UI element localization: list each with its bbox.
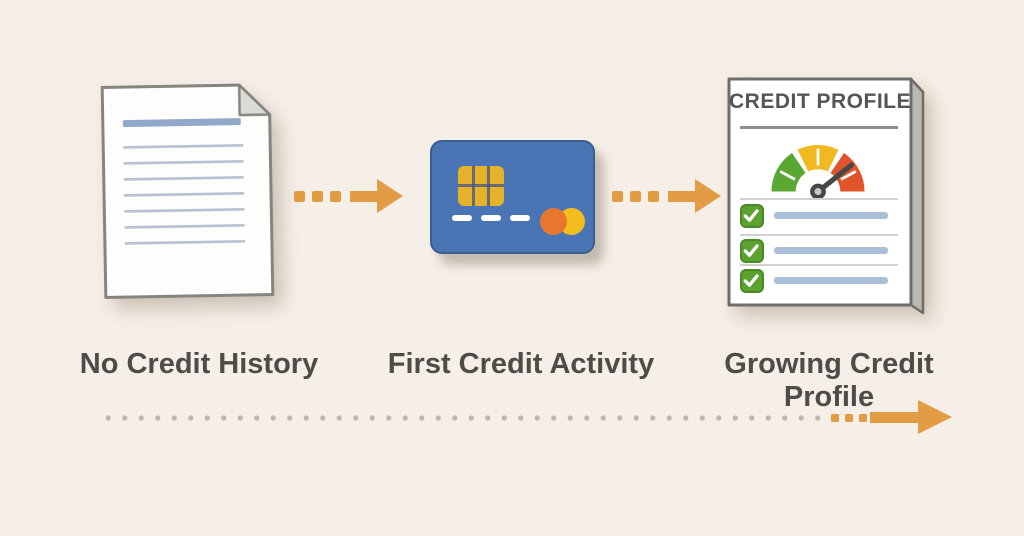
- timeline-arrow-head-icon: [918, 400, 952, 434]
- dashed-arrow-icon: [612, 176, 721, 216]
- stage-label-no-credit-history: No Credit History: [79, 348, 319, 380]
- arrow-head: [695, 179, 721, 213]
- stage-label-first-credit-activity: First Credit Activity: [387, 348, 655, 380]
- arrow-dash: [630, 190, 641, 202]
- report-divider: [740, 264, 898, 266]
- credit-score-gauge-icon: [771, 145, 865, 199]
- checklist-text-bar: [774, 277, 888, 284]
- arrow-dash: [612, 190, 623, 202]
- title-underline: [740, 126, 898, 129]
- checklist-text-bar: [774, 247, 888, 254]
- checklist-item: [740, 269, 900, 293]
- blank-document-icon: [98, 80, 277, 301]
- arrow-dash: [294, 190, 305, 202]
- green-checkmark-icon: [740, 239, 764, 263]
- report-title: CREDIT PROFILE: [729, 90, 912, 113]
- timeline-orange-dashes: [831, 414, 873, 422]
- dashed-arrow-icon: [294, 176, 403, 216]
- arrow-dash: [330, 190, 341, 202]
- credit-report-icon: CREDIT PROFILE: [726, 76, 926, 316]
- timeline-arrow-shaft: [870, 412, 920, 423]
- checklist-item: [740, 204, 900, 228]
- checklist-text-bar: [774, 212, 888, 219]
- arrow-dash: [648, 190, 659, 202]
- checklist-item: [740, 239, 900, 263]
- report-divider: [740, 198, 898, 200]
- arrow-head: [377, 179, 403, 213]
- credit-card-icon: [430, 140, 595, 254]
- card-logo-orange-circle: [540, 208, 567, 235]
- blank-document-graphic: [100, 83, 275, 299]
- green-checkmark-icon: [740, 269, 764, 293]
- report-divider: [740, 234, 898, 236]
- timeline-dotted-line: [100, 414, 826, 422]
- green-checkmark-icon: [740, 204, 764, 228]
- arrow-shaft: [350, 190, 377, 202]
- arrow-shaft: [668, 190, 695, 202]
- stage-label-growing-credit-profile: Growing Credit Profile: [724, 348, 934, 413]
- card-number-dashes: [452, 215, 539, 221]
- card-chip-icon: [458, 166, 504, 206]
- arrow-dash: [312, 190, 323, 202]
